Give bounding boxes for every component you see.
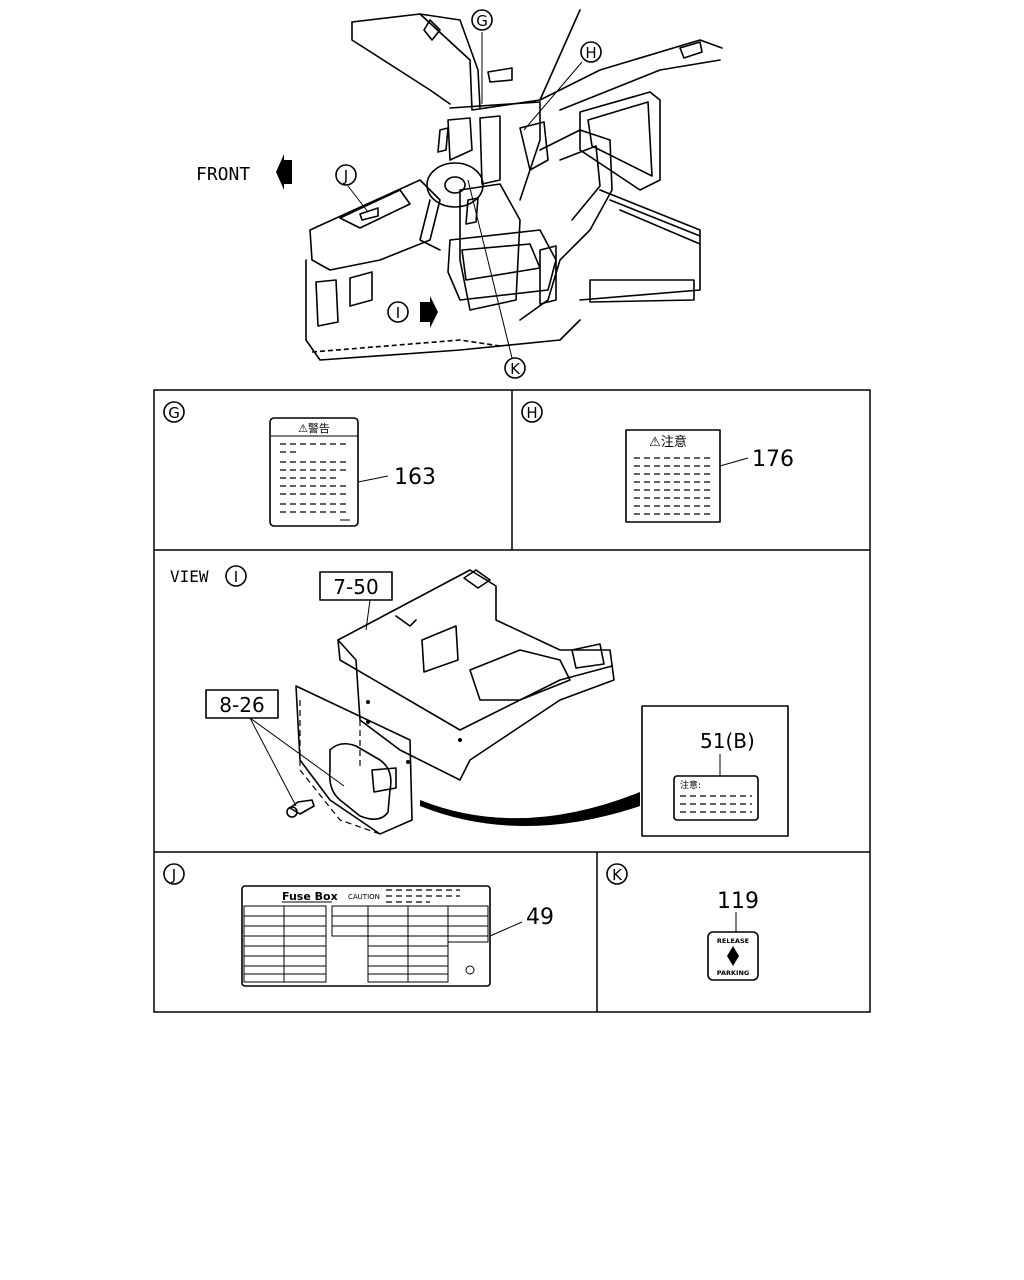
warning-label-title: ⚠警告 bbox=[298, 421, 330, 435]
svg-text:J: J bbox=[343, 167, 348, 185]
svg-text:I: I bbox=[396, 304, 400, 322]
label-box-51b bbox=[641, 705, 789, 837]
panel-grid bbox=[153, 389, 871, 1013]
panel-g-letter: G bbox=[168, 404, 180, 422]
release-text: RELEASE bbox=[717, 937, 749, 945]
panel-k: K 119 RELEASE PARKING bbox=[606, 863, 759, 981]
ref-8-26: 8-26 bbox=[219, 693, 264, 717]
ref-box-8-26 bbox=[205, 689, 279, 719]
svg-text:K: K bbox=[510, 360, 521, 378]
svg-text:H: H bbox=[585, 44, 596, 62]
panel-k-letter: K bbox=[612, 866, 623, 884]
panel-g: G ⚠警告 163 bbox=[163, 401, 436, 527]
caution-label-51b bbox=[673, 775, 759, 821]
caution-label-51b-title: 注意: bbox=[680, 779, 701, 791]
panel-j: J Fuse Box CAUTION bbox=[163, 863, 554, 987]
front-label: FRONT bbox=[196, 164, 250, 185]
floor-panel-drawing bbox=[286, 569, 640, 835]
parking-text: PARKING bbox=[717, 969, 749, 977]
panel-i: VIEW I 7-50 8-26 bbox=[170, 565, 789, 837]
panel-h: H ⚠注意 176 bbox=[521, 401, 794, 523]
fuse-box-title: Fuse Box bbox=[282, 890, 338, 903]
panel-h-letter: H bbox=[526, 404, 537, 422]
ref-7-50: 7-50 bbox=[333, 575, 378, 599]
callout-k: K bbox=[504, 357, 526, 379]
part-number-49: 49 bbox=[526, 905, 554, 930]
caution-label-title: ⚠注意 bbox=[649, 434, 687, 450]
view-label: VIEW bbox=[170, 567, 209, 586]
svg-text:G: G bbox=[476, 12, 488, 30]
diamond-icon bbox=[727, 946, 739, 966]
parking-release-label bbox=[707, 931, 759, 981]
part-number-51b: 51(B) bbox=[700, 729, 755, 753]
callout-j: J bbox=[335, 164, 357, 186]
warning-label-163 bbox=[269, 417, 359, 527]
panel-i-letter: I bbox=[234, 568, 238, 586]
cab-interior-illustration bbox=[276, 9, 723, 361]
panel-j-letter: J bbox=[171, 866, 176, 884]
ref-box-7-50 bbox=[319, 571, 393, 601]
callout-i: I bbox=[387, 301, 409, 323]
part-number-119: 119 bbox=[717, 889, 759, 914]
part-number-163: 163 bbox=[394, 465, 436, 490]
part-number-176: 176 bbox=[752, 447, 794, 472]
fuse-box-caution: CAUTION bbox=[348, 893, 380, 901]
callout-g: G bbox=[471, 9, 493, 31]
callout-h: H bbox=[580, 41, 602, 63]
caution-label-176 bbox=[625, 429, 721, 523]
